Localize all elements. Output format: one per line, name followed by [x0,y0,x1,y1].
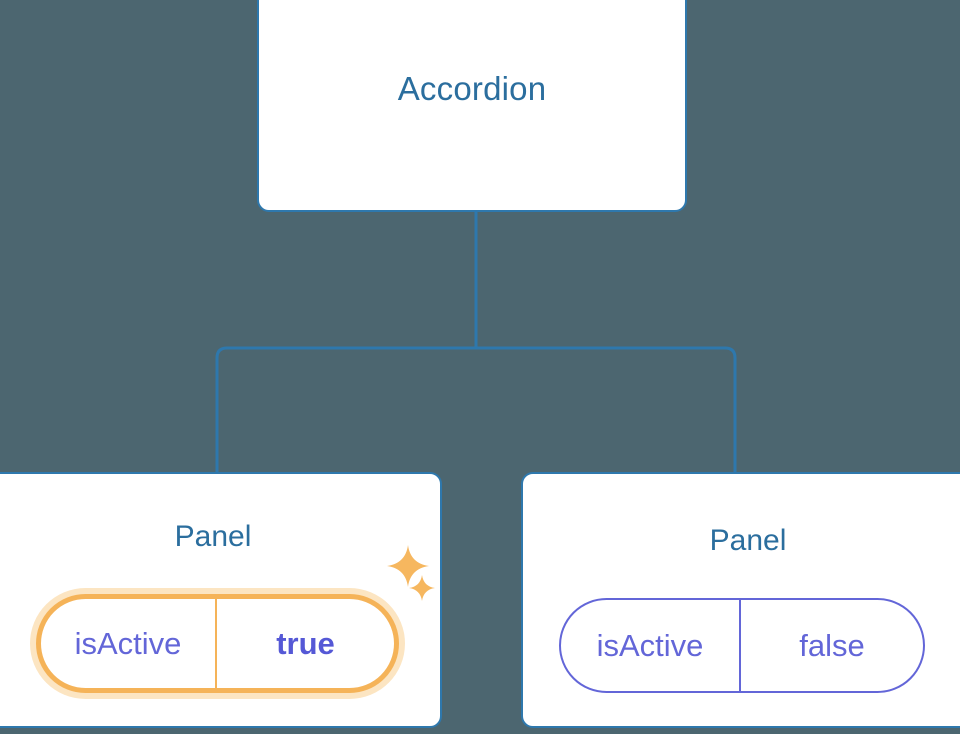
panel-node-right-title: Panel [709,524,787,557]
prop-value-false: false [799,627,865,663]
accordion-node[interactable]: Accordion [257,0,687,212]
panel-node-left-title: Panel [174,520,252,553]
prop-key-isactive: isActive [561,600,741,691]
accordion-node-title: Accordion [397,69,547,107]
panel-node-left[interactable]: Panel isActive true [0,472,442,728]
prop-pill-isactive-true[interactable]: isActive true [36,594,399,693]
panel-node-right[interactable]: Panel isActive false [521,472,960,728]
prop-key-isactive: isActive [41,599,217,688]
prop-value-true: true [276,625,335,661]
edge-bus-to-children [215,346,737,472]
prop-pill-isactive-false[interactable]: isActive false [559,598,925,693]
